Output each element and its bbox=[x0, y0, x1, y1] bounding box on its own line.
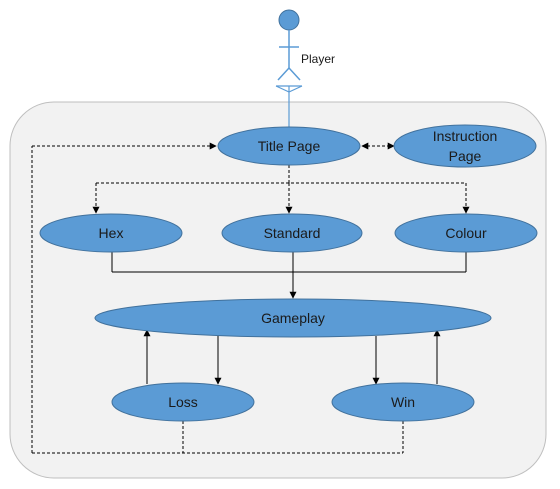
actor-label: Player bbox=[301, 52, 335, 66]
gameplay-loss-links bbox=[143, 329, 222, 385]
node-title-page[interactable]: Title Page bbox=[217, 126, 361, 166]
node-hex[interactable]: Hex bbox=[39, 213, 183, 253]
return-to-title-loop bbox=[31, 142, 404, 454]
actor-connector-right-flare bbox=[288, 85, 303, 93]
node-colour[interactable]: Colour bbox=[394, 213, 538, 253]
node-instruction-page[interactable]: Instruction Page bbox=[393, 124, 537, 168]
instruction-page-label-line2: Page bbox=[449, 148, 482, 164]
modes-to-gameplay-links bbox=[111, 252, 467, 299]
node-gameplay[interactable]: Gameplay bbox=[94, 298, 492, 338]
loss-label: Loss bbox=[168, 394, 198, 410]
title-page-label: Title Page bbox=[258, 138, 321, 154]
gameplay-win-links bbox=[372, 329, 441, 385]
standard-label: Standard bbox=[264, 225, 321, 241]
node-loss[interactable]: Loss bbox=[111, 382, 255, 422]
actor-connector-left-flare bbox=[275, 85, 290, 93]
node-win[interactable]: Win bbox=[331, 382, 475, 422]
gameplay-label: Gameplay bbox=[261, 310, 325, 326]
win-label: Win bbox=[391, 394, 415, 410]
player-actor[interactable]: Player bbox=[275, 9, 335, 127]
actor-head bbox=[278, 9, 300, 31]
hex-label: Hex bbox=[99, 225, 124, 241]
actor-left-leg bbox=[277, 67, 290, 81]
instruction-page-label-line1: Instruction bbox=[433, 128, 498, 144]
node-standard[interactable]: Standard bbox=[221, 213, 363, 253]
actor-right-leg bbox=[288, 67, 301, 81]
title-to-modes-links bbox=[92, 165, 470, 214]
colour-label: Colour bbox=[445, 225, 487, 241]
